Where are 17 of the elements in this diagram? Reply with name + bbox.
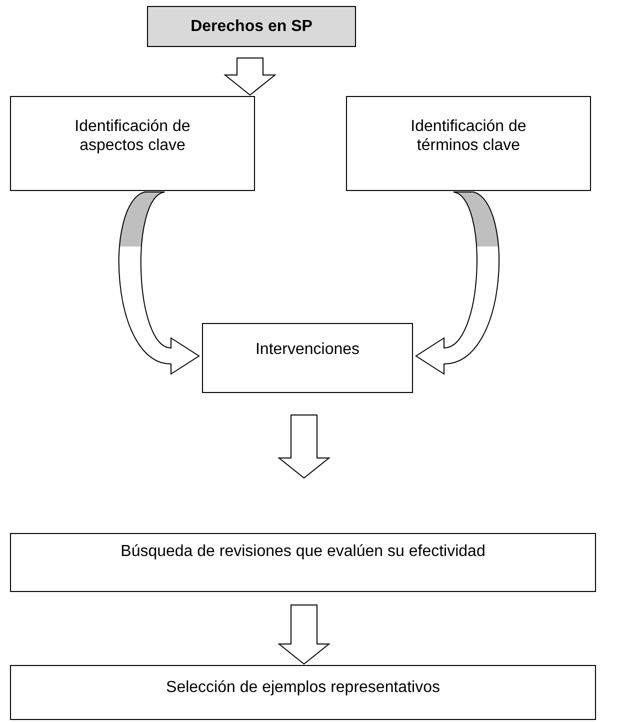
- process-box: [10, 96, 255, 191]
- process-box: [10, 665, 596, 720]
- box-label: Selección de ejemplos representativos: [166, 678, 440, 697]
- box-label: Derechos en SP: [190, 17, 312, 36]
- box-label: Intervenciones: [255, 340, 360, 359]
- box-label: Búsqueda de revisiones que evalúen su efectividad: [120, 542, 486, 561]
- process-box: [346, 96, 591, 191]
- block-arrow: [118, 192, 200, 374]
- box-label: Identificación de términos clave: [410, 117, 528, 155]
- block-arrow: [224, 58, 276, 96]
- process-box: [147, 6, 356, 47]
- block-arrow: [416, 192, 500, 374]
- process-box: [202, 323, 413, 393]
- box-label: Identificación de aspectos clave: [74, 117, 192, 155]
- block-arrow: [278, 414, 330, 479]
- block-arrow: [278, 604, 330, 665]
- process-box: [10, 533, 596, 592]
